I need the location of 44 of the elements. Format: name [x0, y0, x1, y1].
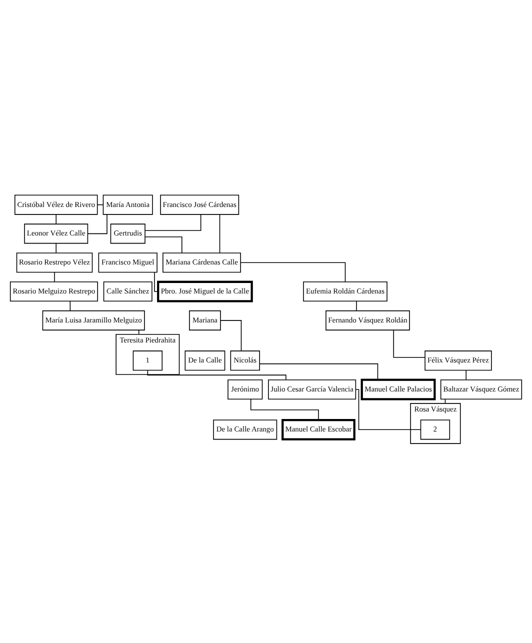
- node-box: Félix Vásquez Pérez: [424, 350, 492, 371]
- node-box: Baltazar Vásquez Gómez: [440, 379, 522, 400]
- connector: [70, 300, 71, 312]
- node-box: Francisco Miguel: [98, 252, 158, 273]
- node-box: Nicolás: [230, 350, 260, 371]
- connector: [54, 272, 55, 282]
- connector: [250, 398, 319, 420]
- node-box: María Luisa Jaramillo Melguizo: [42, 310, 145, 330]
- node-box: Manuel Calle Escobar: [282, 418, 356, 440]
- node-box: Mariana: [189, 310, 221, 330]
- node-box: De la Calle Arango: [213, 420, 278, 440]
- node-box: Jerónimo: [228, 379, 263, 400]
- node-box: Cristóbal Vélez de Rivero: [14, 194, 98, 215]
- connector: [466, 370, 467, 380]
- node-box: Rosario Restrepo Vélez: [16, 252, 93, 273]
- node-box: Fernando Vásquez Roldán: [326, 310, 410, 330]
- node-box: Pbro. José Miguel de la Calle: [157, 280, 253, 302]
- node-box: Mariana Cárdenas Calle: [162, 252, 241, 273]
- connector: [393, 330, 426, 358]
- node-box: Manuel Calle Palacios: [360, 378, 436, 400]
- node-box: Leonor Vélez Calle: [24, 224, 88, 244]
- connector: [144, 214, 202, 231]
- node-box: Calle Sánchez: [103, 281, 152, 302]
- connector: [147, 370, 286, 380]
- connector: [355, 389, 422, 430]
- connector: [259, 363, 378, 380]
- connector: [240, 262, 346, 282]
- node-box: 2: [420, 420, 450, 440]
- connector: [220, 320, 242, 352]
- node-box: 1: [132, 350, 163, 371]
- connector: [56, 214, 57, 224]
- connector: [56, 243, 57, 254]
- connector: [219, 214, 220, 254]
- connector: [144, 236, 182, 254]
- node-box: Gertrudis: [110, 224, 146, 244]
- connector: [356, 300, 357, 312]
- connector: [87, 214, 108, 234]
- node-box: María Antonia: [102, 194, 153, 215]
- connector: [154, 272, 158, 292]
- node-box: Eufemia Roldán Cárdenas: [303, 281, 388, 302]
- node-box: Francisco José Cárdenas: [160, 194, 240, 215]
- node-box: De la Calle: [184, 350, 226, 371]
- node-box: Rosario Melguizo Restrepo: [10, 281, 98, 302]
- node-box: Julio Cesar García Valencia: [268, 379, 356, 400]
